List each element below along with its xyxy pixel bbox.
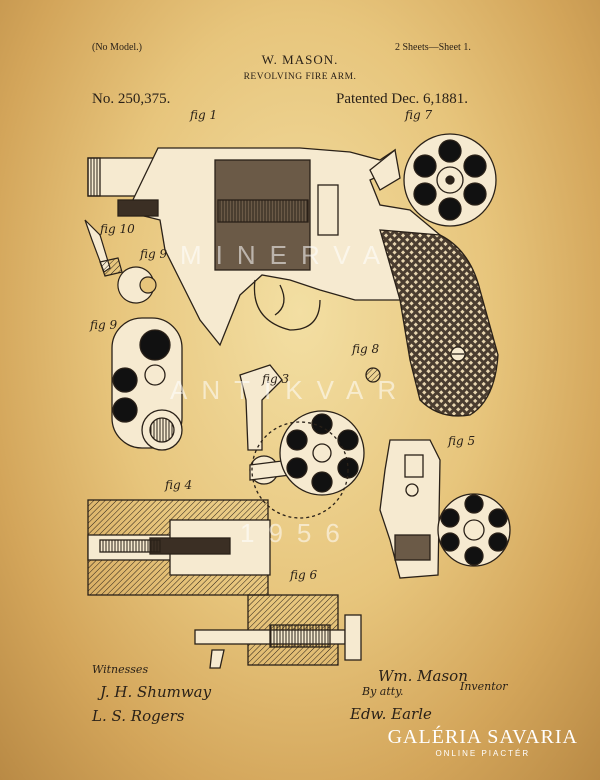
figure-7-cylinder [404, 134, 496, 226]
attorney-signature: Edw. Earle [350, 705, 432, 723]
witness-1-signature: J. H. Shumway [100, 683, 211, 701]
fig-10-label: fig 10 [100, 222, 135, 236]
witness-2-signature: L. S. Rogers [92, 707, 184, 725]
fig-6-label: fig 6 [290, 568, 317, 582]
fig-8-label: fig 8 [352, 342, 379, 356]
watermark-antikvar: ANTIKVAR [170, 375, 410, 406]
witnesses-label: Witnesses [92, 663, 148, 676]
fig-9-small-label: fig 9 [140, 247, 167, 261]
trigger [275, 285, 284, 315]
inventor-signature: Wm. Mason [378, 667, 468, 685]
figure-5-frame [380, 440, 510, 578]
fig-4-label: fig 4 [165, 478, 192, 492]
fig-9-label: fig 9 [90, 318, 117, 332]
trigger-guard [254, 280, 320, 330]
fig-5-label: fig 5 [448, 434, 475, 448]
gallery-watermark: GALÉRIA SAVARIA ONLINE PIACTÉR [388, 726, 578, 758]
gallery-tagline: ONLINE PIACTÉR [388, 749, 578, 758]
fig-1-label: fig 1 [190, 108, 217, 122]
gallery-name: GALÉRIA SAVARIA [388, 726, 578, 749]
fig-7-label: fig 7 [405, 108, 432, 122]
watermark-minerva: MINERVA [180, 240, 394, 271]
by-attorney-label: By atty. [362, 685, 403, 698]
figure-6-section [195, 595, 361, 668]
watermark-year: 1956 [240, 518, 354, 549]
inventor-label: Inventor [460, 680, 508, 693]
